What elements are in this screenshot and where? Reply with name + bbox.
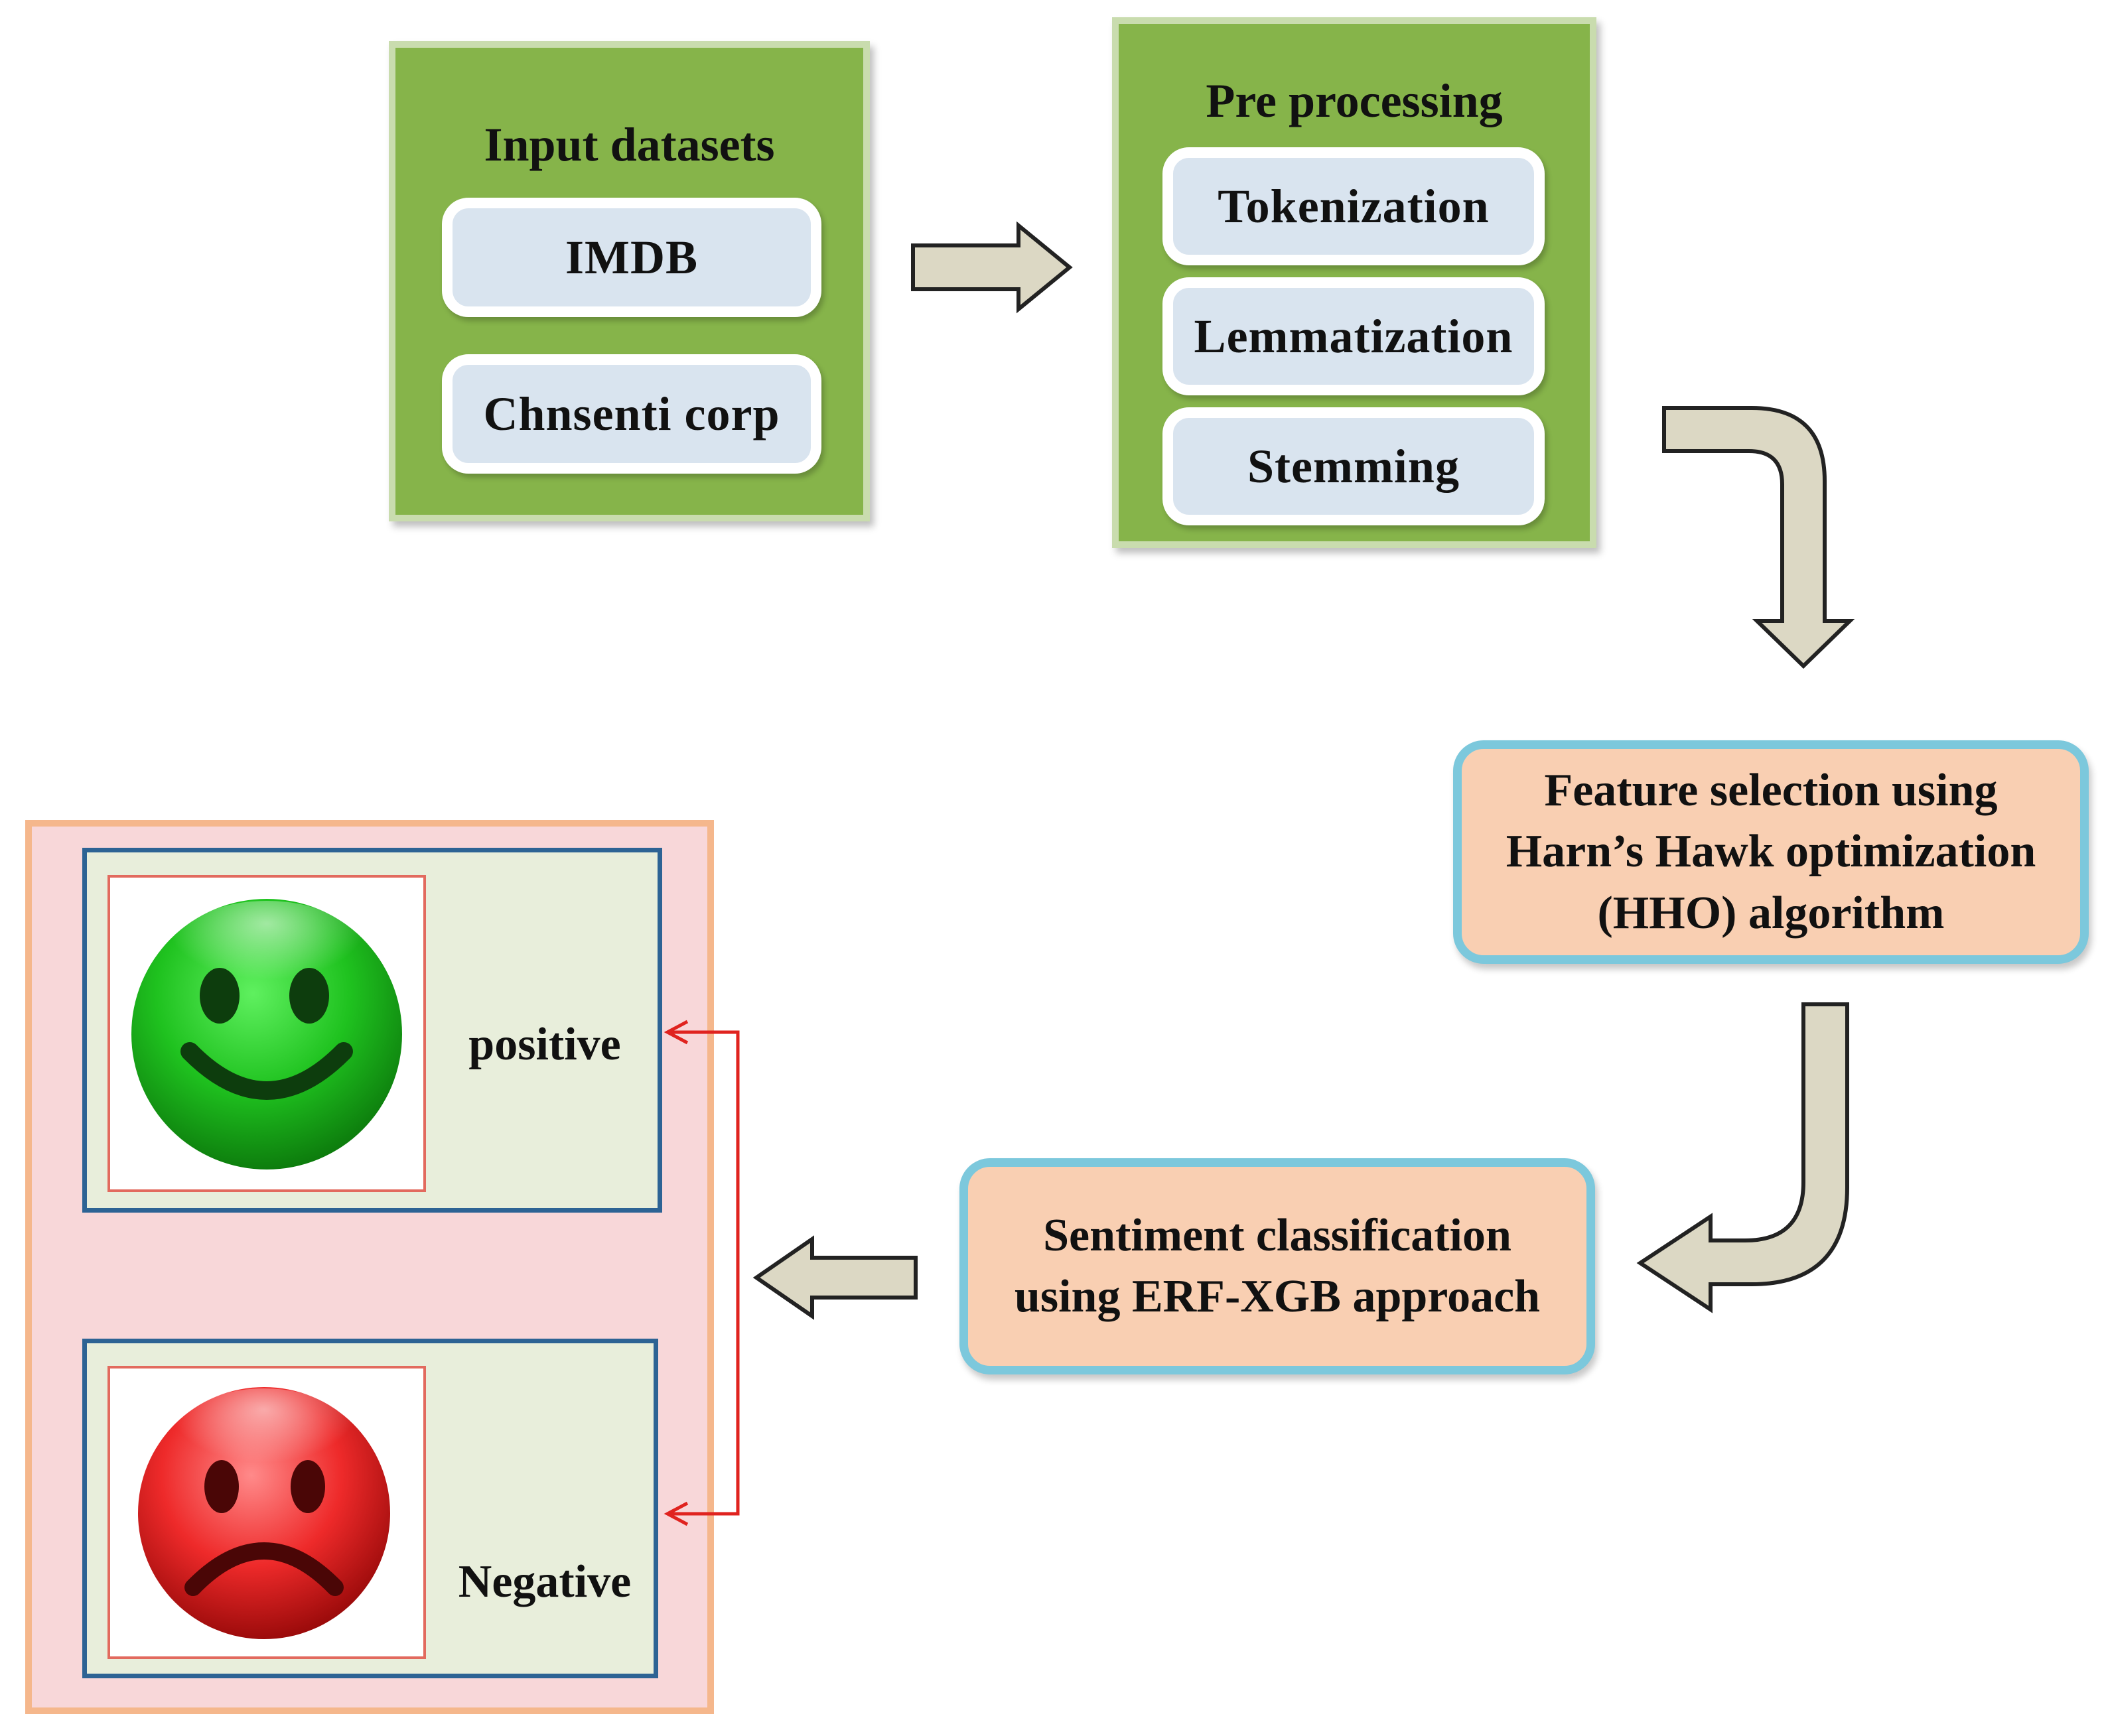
positive-face-frame bbox=[107, 875, 426, 1192]
negative-result-box: Negative bbox=[82, 1339, 658, 1678]
input-datasets-panel: Input datasets IMDB Chnsenti corp bbox=[389, 41, 870, 521]
lemmatization-box: Lemmatization bbox=[1162, 277, 1545, 395]
arrow-right-icon bbox=[911, 221, 1073, 314]
frowning-face-icon bbox=[138, 1387, 390, 1639]
classification-line-2: using ERF-XGB approach bbox=[1014, 1271, 1541, 1322]
classification-line-1: Sentiment classification bbox=[1043, 1209, 1511, 1261]
positive-result-box: positive bbox=[82, 848, 662, 1213]
negative-face-frame bbox=[107, 1366, 426, 1659]
feature-selection-line-1: Feature selection using bbox=[1544, 764, 1998, 816]
chnsenti-corp-box: Chnsenti corp bbox=[442, 354, 821, 474]
preprocessing-title: Pre processing bbox=[1206, 74, 1503, 127]
feature-selection-line-3: (HHO) algorithm bbox=[1597, 887, 1945, 939]
negative-label: Negative bbox=[458, 1556, 632, 1607]
smiling-face-icon bbox=[131, 899, 402, 1169]
positive-label: positive bbox=[468, 1019, 621, 1070]
sentiment-classification-box: Sentiment classification using ERF-XGB a… bbox=[959, 1158, 1595, 1374]
input-datasets-title: Input datasets bbox=[484, 118, 775, 171]
preprocessing-panel: Pre processing Tokenization Lemmatizatio… bbox=[1112, 17, 1596, 548]
bent-arrow-left-icon bbox=[1636, 1002, 1849, 1313]
feature-selection-line-2: Harn’s Hawk optimization bbox=[1506, 826, 2036, 878]
stemming-box: Stemming bbox=[1162, 407, 1545, 525]
imdb-box: IMDB bbox=[442, 198, 821, 317]
tokenization-box: Tokenization bbox=[1162, 147, 1545, 265]
feature-selection-box: Feature selection using Harn’s Hawk opti… bbox=[1453, 740, 2089, 964]
bent-arrow-down-icon bbox=[1662, 406, 1855, 669]
arrow-left-icon bbox=[752, 1235, 918, 1320]
